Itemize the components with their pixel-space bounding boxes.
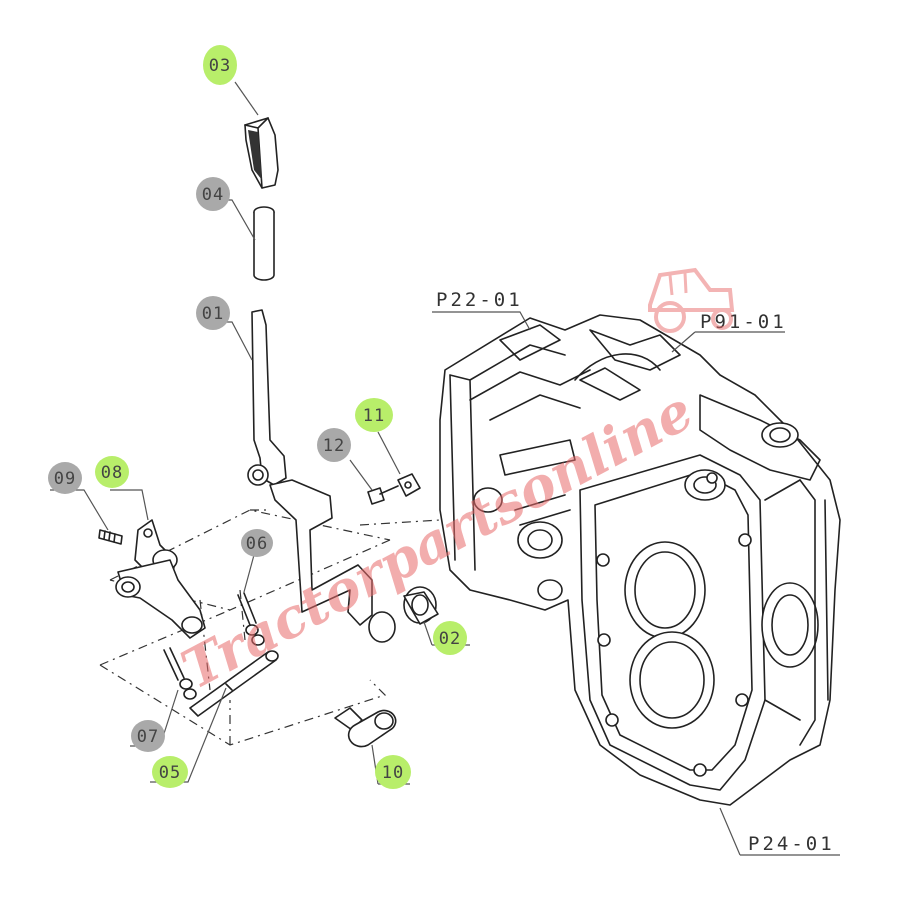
- svg-text:01: 01: [202, 304, 224, 324]
- callout-01: 01: [196, 296, 230, 330]
- callout-03: 03: [203, 45, 237, 85]
- part-12-bolt: [367, 485, 399, 505]
- callout-12: 12: [317, 428, 351, 462]
- svg-text:09: 09: [54, 469, 76, 489]
- assembly-outline-lower: [99, 609, 387, 746]
- svg-text:05: 05: [159, 763, 181, 783]
- svg-text:08: 08: [101, 463, 123, 483]
- part-04-sleeve: [253, 206, 275, 281]
- part-11-lock-plate: [397, 473, 421, 497]
- svg-text:04: 04: [202, 185, 224, 205]
- ref-p22-01: P22-01: [436, 289, 523, 311]
- part-05-shaft: [189, 650, 279, 717]
- callout-09: 09: [48, 462, 82, 494]
- svg-text:07: 07: [137, 727, 159, 747]
- part-09-pin: [98, 529, 123, 545]
- svg-text:12: 12: [323, 436, 345, 456]
- callout-08: 08: [95, 456, 129, 488]
- callout-02: 02: [433, 621, 467, 655]
- callout-04: 04: [196, 177, 230, 211]
- ref-p24-01: P24-01: [748, 833, 835, 855]
- part-02-bushing: [368, 586, 439, 643]
- svg-text:06: 06: [246, 534, 268, 554]
- svg-text:10: 10: [382, 763, 404, 783]
- svg-text:11: 11: [363, 406, 385, 426]
- svg-text:02: 02: [439, 629, 461, 649]
- part-01-shift-lever: [247, 309, 373, 626]
- lower-shift-arm: [115, 559, 206, 639]
- tractor-logo-icon: [648, 267, 735, 333]
- callout-10: 10: [375, 755, 411, 789]
- callout-06: 06: [241, 529, 273, 557]
- part-07-split-pin: [163, 647, 197, 700]
- svg-text:03: 03: [209, 56, 231, 76]
- callout-07: 07: [131, 720, 165, 752]
- transmission-housing: [439, 314, 841, 806]
- part-10-stub-pin: [334, 707, 397, 748]
- callout-05: 05: [152, 756, 188, 788]
- part-06-split-pin: [237, 592, 265, 646]
- part-03-lever-knob: [244, 117, 279, 189]
- callout-11: 11: [355, 398, 393, 432]
